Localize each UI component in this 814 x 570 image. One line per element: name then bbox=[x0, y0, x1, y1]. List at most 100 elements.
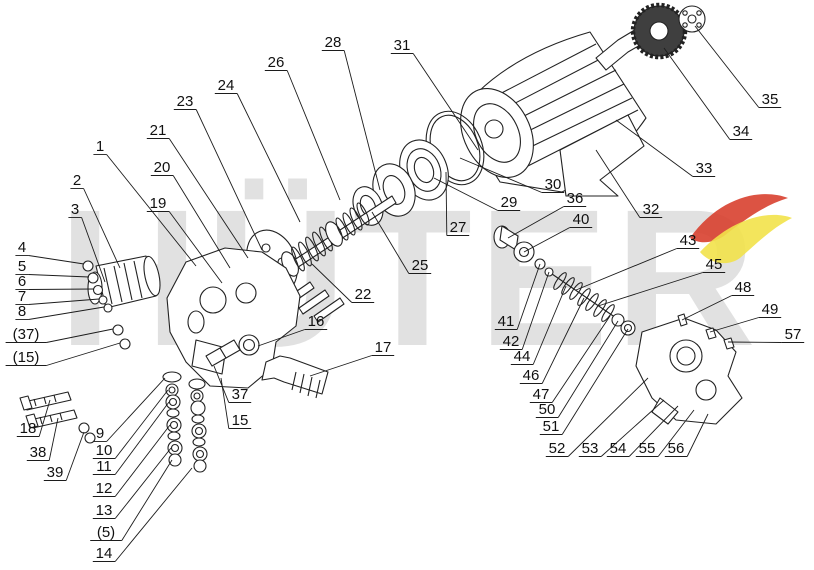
part-label-43: 43 bbox=[680, 232, 697, 249]
part-label-35: 35 bbox=[762, 91, 779, 108]
part-label-30: 30 bbox=[545, 176, 562, 193]
plunger-rod bbox=[313, 297, 345, 323]
leader-line bbox=[46, 328, 114, 343]
leader-line bbox=[507, 206, 565, 239]
leader-line bbox=[727, 341, 782, 343]
part-label-14: 14 bbox=[96, 545, 113, 562]
part-label-24: 24 bbox=[218, 77, 235, 94]
part-label-37: 37 bbox=[232, 386, 249, 403]
leader-line bbox=[220, 377, 230, 429]
mounting-bolts bbox=[19, 391, 96, 444]
part-label-52: 52 bbox=[549, 440, 566, 457]
part-label-4: 4 bbox=[18, 239, 26, 256]
part-label-28: 28 bbox=[325, 34, 342, 51]
part-label-48: 48 bbox=[735, 279, 752, 296]
leader-line bbox=[65, 431, 85, 481]
leader-line bbox=[412, 53, 479, 151]
part-label-45: 45 bbox=[706, 256, 723, 273]
leader-line bbox=[121, 459, 173, 541]
leader-line bbox=[28, 274, 90, 278]
outlet-fitting bbox=[261, 355, 329, 399]
leader-line bbox=[657, 409, 695, 457]
part-label-22: 22 bbox=[355, 286, 372, 303]
unloader-parts bbox=[493, 225, 636, 336]
leader-line bbox=[595, 149, 641, 218]
leader-line bbox=[48, 417, 59, 461]
leader-line bbox=[311, 263, 353, 303]
leader-lines bbox=[5, 25, 805, 562]
part-label-46: 46 bbox=[523, 367, 540, 384]
leader-line bbox=[600, 399, 665, 457]
pump-crankcase bbox=[166, 247, 301, 389]
part-label-20: 20 bbox=[154, 159, 171, 176]
part-label-42: 42 bbox=[503, 333, 520, 350]
leader-line bbox=[286, 70, 341, 201]
part-label-5: 5 bbox=[18, 258, 26, 275]
leader-line bbox=[114, 401, 170, 475]
leader-line bbox=[575, 248, 677, 291]
part-label-40: 40 bbox=[573, 211, 590, 228]
leader-line bbox=[615, 119, 694, 177]
screw bbox=[723, 337, 735, 350]
leader-line bbox=[114, 447, 172, 519]
part-label-56: 56 bbox=[668, 440, 685, 457]
leader-line bbox=[38, 399, 51, 437]
part-label-33: 33 bbox=[696, 160, 713, 177]
plunger-rod bbox=[298, 289, 330, 315]
part-label-55: 55 bbox=[639, 440, 656, 457]
part-label-17: 17 bbox=[375, 339, 392, 356]
leader-line bbox=[343, 50, 381, 191]
part-label-9: 9 bbox=[96, 425, 104, 442]
leader-line bbox=[532, 285, 567, 365]
leader-line bbox=[557, 320, 619, 418]
part-label-19: 19 bbox=[150, 195, 167, 212]
leader-line bbox=[28, 255, 85, 265]
part-label-39: 39 bbox=[47, 464, 64, 481]
part-label-5: (5) bbox=[97, 524, 115, 541]
leader-line bbox=[686, 413, 709, 457]
leader-line bbox=[28, 306, 105, 320]
spring-coil bbox=[553, 272, 567, 290]
leader-line bbox=[433, 177, 499, 211]
leader-line bbox=[694, 25, 760, 108]
leader-line bbox=[114, 389, 169, 459]
leader-line bbox=[81, 217, 106, 283]
leader-line bbox=[681, 295, 732, 321]
spring-coil bbox=[291, 246, 305, 272]
part-label-2: 2 bbox=[73, 172, 81, 189]
part-label-38: 38 bbox=[30, 444, 47, 461]
part-label-21: 21 bbox=[150, 122, 167, 139]
part-label-44: 44 bbox=[514, 348, 531, 365]
leader-line bbox=[114, 467, 193, 562]
part-label-15: 15 bbox=[232, 412, 249, 429]
leader-line bbox=[597, 272, 703, 307]
part-label-11: 11 bbox=[96, 458, 112, 475]
oil-cap bbox=[238, 334, 260, 356]
leader-line bbox=[168, 138, 249, 259]
part-label-37: (37) bbox=[13, 326, 40, 343]
leader-line bbox=[445, 171, 448, 236]
part-label-29: 29 bbox=[501, 194, 518, 211]
leader-line bbox=[83, 188, 121, 269]
leader-line bbox=[709, 317, 759, 333]
part-label-47: 47 bbox=[533, 386, 550, 403]
part-label-7: 7 bbox=[18, 288, 26, 305]
leader-line bbox=[561, 328, 629, 435]
leader-line bbox=[309, 355, 372, 377]
drive-gear bbox=[630, 2, 688, 60]
part-label-54: 54 bbox=[610, 440, 627, 457]
bearing-seal-chain bbox=[352, 110, 485, 226]
leader-line bbox=[663, 47, 731, 140]
spring-coil bbox=[335, 217, 349, 241]
leader-line bbox=[628, 405, 679, 457]
leader-line bbox=[46, 342, 121, 366]
leader-line bbox=[523, 227, 571, 253]
part-label-6: 6 bbox=[18, 273, 26, 290]
part-label-8: 8 bbox=[18, 303, 26, 320]
leader-line bbox=[521, 271, 550, 350]
leader-line bbox=[551, 315, 611, 403]
leader-line bbox=[567, 377, 649, 457]
